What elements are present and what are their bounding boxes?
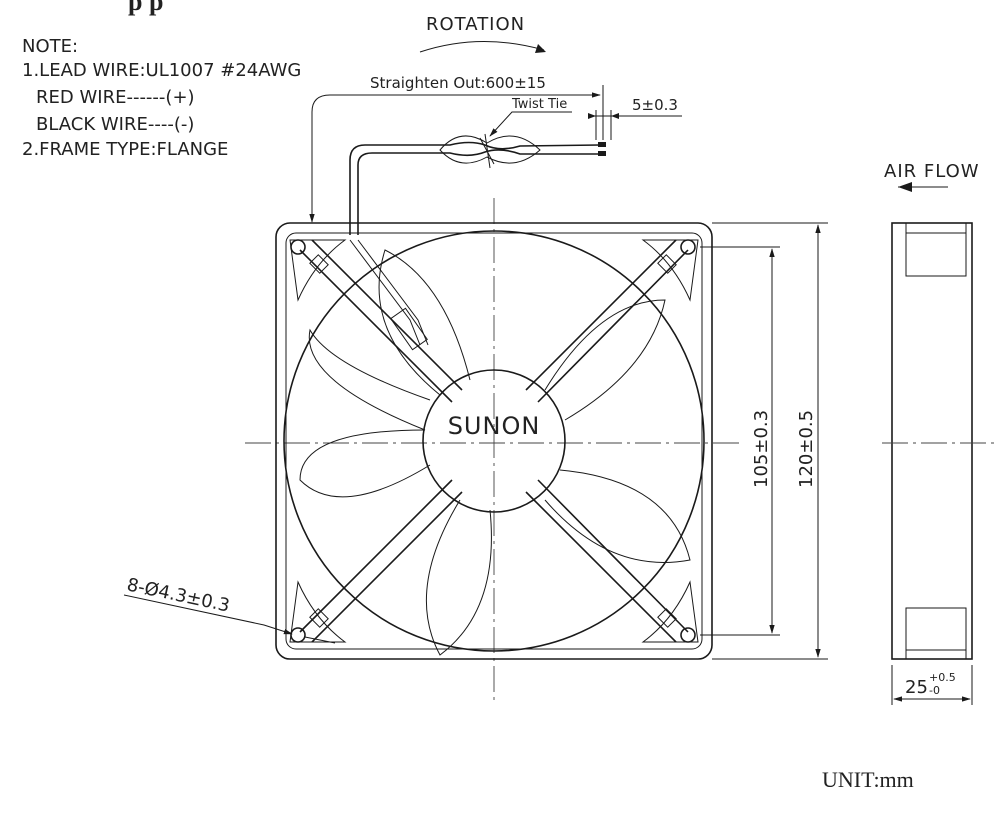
thickness-lower-tol: -0 [929, 684, 940, 697]
thickness-upper-tol: +0.5 [929, 671, 956, 684]
corner-pocket-tr [641, 239, 699, 302]
rotation-arrow-icon [419, 41, 545, 53]
hub-brand-label: SUNON [448, 412, 541, 440]
hole-slot-tl [309, 254, 329, 274]
twist-tie-label: Twist Tie [511, 97, 567, 112]
note-frame-type: 2.FRAME TYPE:FLANGE [22, 139, 228, 160]
hole-slot-br [657, 608, 677, 628]
strut-tl [299, 239, 463, 403]
lead-wire-upper [349, 141, 601, 235]
corner-pocket-bl [289, 580, 347, 643]
header-fragment: p p [128, 0, 163, 16]
mounting-hole-callout: 8-Ø4.3±0.3 [123, 574, 336, 644]
thickness-ext-lines [891, 665, 973, 705]
twist-tie-loop [439, 135, 541, 164]
wire-clip [390, 307, 428, 351]
mounting-hole-label: 8-Ø4.3±0.3 [125, 574, 232, 616]
fan-blade-4 [425, 499, 492, 656]
fan-frame-inner [285, 232, 703, 650]
straighten-out-label: Straighten Out:600±15 [370, 74, 546, 92]
unit-label: UNIT:mm [822, 767, 914, 792]
hole-slot-tr [657, 254, 677, 274]
frame-struts [299, 239, 689, 643]
twist-tie-leader [489, 111, 572, 137]
hole-spacing-label: 105±0.3 [751, 410, 772, 488]
fan-blade-5 [299, 429, 431, 498]
fan-blade-2 [544, 299, 666, 421]
fan-front-view: SUNON [245, 198, 740, 700]
corner-pocket-tl [289, 239, 347, 302]
side-view-top-flange [905, 223, 967, 277]
wire-tip-red [598, 142, 606, 147]
wire-channel [349, 239, 429, 346]
mounting-hole-leader [123, 594, 293, 635]
hole-spacing-dimension: 105±0.3 [700, 246, 780, 636]
fan-blade-3 [544, 469, 691, 563]
strip-length-label: 5±0.3 [632, 96, 678, 114]
rotation-label: ROTATION [426, 14, 525, 35]
strut-bl [299, 479, 463, 643]
notes-block: NOTE: 1.LEAD WIRE:UL1007 #24AWG RED WIRE… [22, 36, 301, 160]
fan-venturi-ring [283, 230, 705, 652]
fan-blades [299, 249, 691, 656]
fan-hub [422, 369, 566, 513]
mounting-hole-tl [290, 239, 306, 255]
mounting-hole-bl [290, 627, 306, 643]
mounting-hole-leader-tail [304, 636, 336, 644]
note-red-wire: RED WIRE------(+) [36, 87, 195, 108]
lead-wire-assembly: Straighten Out:600±15 Twist Tie 5±0.3 [309, 74, 682, 235]
frame-size-ext-lines [712, 222, 828, 660]
fan-blade-1 [378, 249, 471, 396]
mounting-hole-tr [680, 239, 696, 255]
corner-pocket-br [641, 580, 699, 643]
notes-title: NOTE: [22, 36, 78, 57]
frame-size-label: 120±0.5 [796, 410, 817, 488]
note-black-wire: BLACK WIRE----(-) [36, 114, 194, 135]
fan-frame-outer [275, 222, 713, 660]
hole-slot-bl [309, 608, 329, 628]
straighten-out-dim-line [309, 92, 601, 223]
hole-spacing-ext-lines [700, 246, 780, 636]
frame-size-dimension: 120±0.5 [712, 222, 828, 660]
fan-blade-6 [308, 328, 431, 431]
fan-side-view: AIR FLOW 25 +0.5 -0 [882, 161, 995, 705]
strip-length-ext-lines [595, 110, 612, 140]
strut-tr [525, 239, 689, 403]
note-lead-wire: 1.LEAD WIRE:UL1007 #24AWG [22, 60, 301, 81]
airflow-label: AIR FLOW [884, 161, 980, 182]
mounting-holes [290, 239, 696, 643]
strut-br [525, 479, 689, 643]
wire-tip-black [598, 151, 606, 156]
mounting-hole-br [680, 627, 696, 643]
rotation-indicator: ROTATION [419, 14, 546, 53]
thickness-base-label: 25 [905, 677, 928, 698]
side-view-outline [891, 222, 973, 660]
side-view-bottom-flange [905, 607, 967, 659]
